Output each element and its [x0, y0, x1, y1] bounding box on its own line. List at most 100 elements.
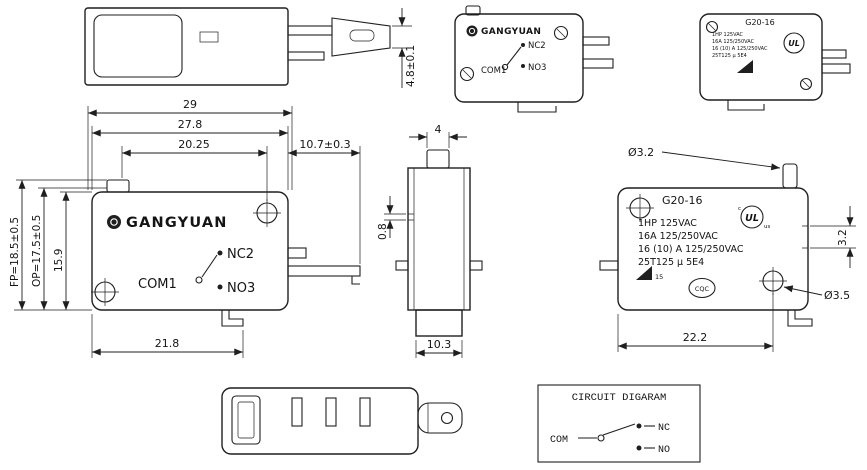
- dim-base-width: 10.3: [415, 338, 463, 358]
- com-label: COM: [550, 435, 568, 446]
- com-pivot: [597, 434, 605, 442]
- mounting-hole: [253, 199, 281, 227]
- dim-text: 10.7±0.3: [299, 138, 350, 151]
- terminal-dot: [217, 250, 223, 256]
- dim-text: 15.9: [53, 249, 65, 272]
- terminal-blade: [821, 63, 851, 74]
- dim-operating-position: OP=17.5±0.5: [31, 187, 107, 311]
- rating-line: 1HP 125VAC: [712, 32, 744, 38]
- dim-text: 21.8: [155, 337, 180, 350]
- switch-body: [617, 187, 809, 311]
- terminal-hook: [351, 276, 360, 285]
- certification-triangle-icon: [737, 60, 753, 73]
- dim-text: FP=18.5±0.5: [9, 217, 21, 287]
- svg-text:CQC: CQC: [695, 285, 710, 293]
- plunger-pin: [465, 5, 481, 16]
- cert-number: 15: [655, 273, 663, 281]
- terminal-stub: [469, 260, 483, 271]
- top-view-body: [84, 7, 289, 86]
- plunger-block: [231, 395, 261, 445]
- screw-hole: [553, 25, 569, 41]
- terminal-hole: [440, 411, 454, 425]
- view-front-small: GANGYUAN NC2 COM1 NO3: [454, 5, 614, 113]
- rating-line: 16 (10) A 125/250VAC: [712, 46, 768, 52]
- dim-plunger-width: 4: [409, 123, 467, 148]
- view-side-small: 4 0.8 10.3: [377, 123, 483, 358]
- view-iso-small: G20-16 1HP 125VAC 16A 125/250VAC 16 (10)…: [699, 13, 851, 111]
- terminal-plate: [331, 17, 391, 57]
- nc-label: NC2: [227, 247, 254, 262]
- dim-text: 4.8±0.1: [405, 45, 417, 87]
- svg-text:UL: UL: [745, 213, 759, 224]
- dim-text: 20.25: [178, 138, 210, 151]
- mounting-bracket: [787, 310, 813, 327]
- terminal-slot: [349, 29, 375, 42]
- brand-label: GANGYUAN: [126, 215, 228, 231]
- com-pivot: [501, 63, 509, 71]
- gangyuan-logo-icon: [466, 25, 478, 37]
- terminal-blade: [582, 58, 614, 69]
- dim-hole-diameter: Ø3.5: [783, 285, 850, 302]
- dim-terminal-length: 10.7±0.3: [287, 138, 361, 264]
- view-bottom: [221, 387, 463, 455]
- switch-base: [415, 309, 463, 337]
- no-contact-dot: [636, 445, 642, 451]
- terminal-blade: [417, 402, 463, 434]
- com-label: COM1: [481, 66, 506, 76]
- terminal-slot: [291, 397, 303, 427]
- no-label: NO3: [227, 281, 255, 296]
- lever-line: [506, 46, 522, 66]
- model-label: G20-16: [662, 194, 703, 207]
- rating-line: 16 (10) A 125/250VAC: [638, 244, 744, 255]
- rating-line: 16A 125/250VAC: [638, 231, 718, 242]
- terminal-blade: [582, 36, 610, 46]
- dim-text: 0.8: [377, 223, 389, 240]
- plunger-pin: [426, 149, 450, 169]
- screw-hole: [459, 66, 475, 82]
- view-side-main: G20-16 1HP 125VAC 16A 125/250VAC 16 (10)…: [599, 146, 856, 352]
- plunger-pin: [782, 163, 798, 189]
- lever-line: [201, 254, 218, 278]
- no-label: NO3: [528, 63, 546, 73]
- dim-hole-span: 20.25: [121, 138, 268, 201]
- terminal-slot: [359, 397, 371, 427]
- brand-label: GANGYUAN: [481, 27, 541, 37]
- plunger-pin: [106, 179, 130, 193]
- dim-text: 22.2: [683, 331, 708, 344]
- dim-text: 27.8: [178, 118, 203, 131]
- mounting-bracket: [221, 310, 244, 327]
- top-view-plunger-housing: [93, 14, 183, 78]
- body-step: [802, 225, 808, 249]
- dim-text: OP=17.5±0.5: [31, 215, 43, 287]
- rating-line: 1HP 125VAC: [638, 218, 697, 229]
- dim-body-width: 27.8: [91, 118, 289, 190]
- nc-label: NC2: [528, 41, 546, 51]
- ul-logo-icon: UL c us: [738, 205, 770, 230]
- circuit-diagram: CIRCUIT DIGARAM COM NC NO: [537, 384, 701, 463]
- dim-overall-width: 29: [87, 98, 293, 190]
- circuit-title: CIRCUIT DIGARAM: [572, 392, 667, 404]
- terminal-slot: [325, 397, 337, 427]
- dim-text: Ø3.2: [628, 146, 654, 159]
- switch-body: [91, 191, 289, 311]
- nc-label: NC: [658, 423, 670, 434]
- circuit-box: [537, 384, 701, 463]
- mounting-hole: [91, 278, 119, 306]
- terminal-stub: [287, 247, 307, 259]
- dim-text: 3.2: [837, 229, 849, 246]
- dim-step: 0.8: [377, 196, 406, 240]
- certification-triangle-icon: [636, 266, 652, 280]
- body-seams: [408, 168, 465, 310]
- dim-blade-width: 4.8±0.1: [392, 8, 417, 88]
- com-pivot: [195, 276, 203, 284]
- terminal-stub: [395, 260, 409, 271]
- view-top: 4.8±0.1: [84, 7, 417, 88]
- ul-logo-icon: UL: [783, 32, 805, 54]
- mounting-hole: [626, 194, 654, 222]
- terminal-blade: [287, 265, 361, 277]
- top-view-detail: [199, 31, 219, 43]
- svg-text:c: c: [738, 206, 741, 212]
- dim-text: 29: [183, 98, 197, 111]
